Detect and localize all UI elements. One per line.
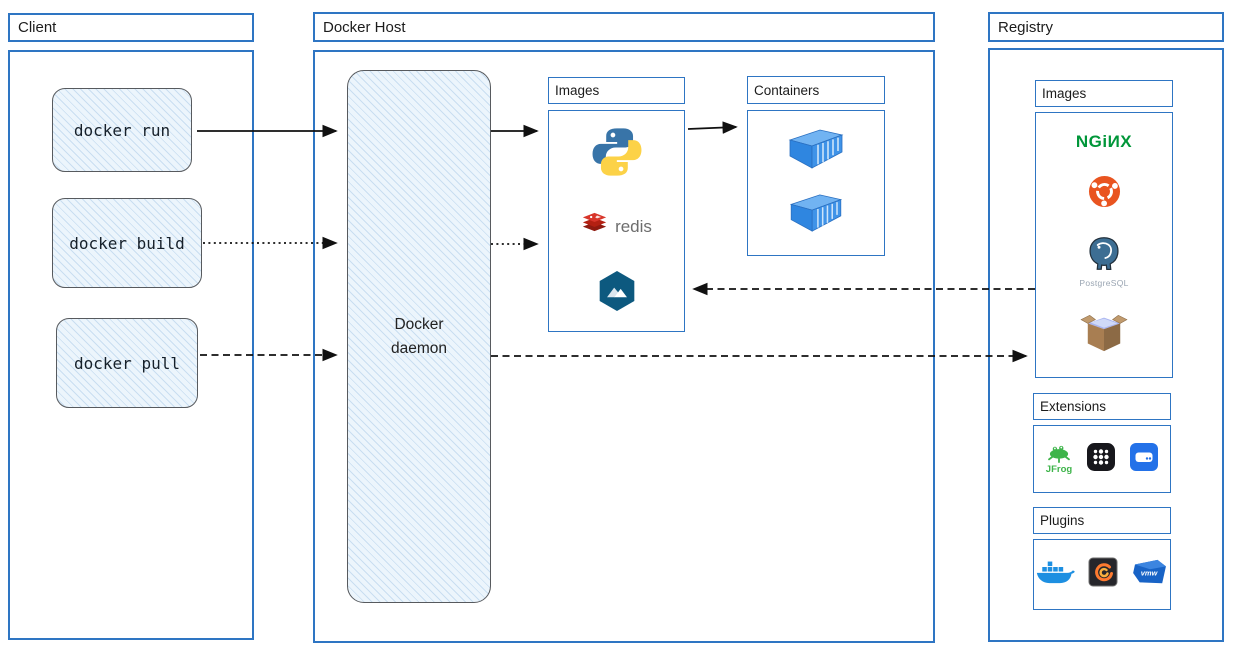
containers-box	[747, 110, 885, 256]
postgresql-icon	[1086, 236, 1122, 277]
docker-run-command-box: docker run	[52, 88, 192, 172]
nginx-icon: NGiИX	[1075, 132, 1133, 152]
docker-build-label: docker build	[69, 233, 185, 253]
vmware-icon: vmw	[1131, 557, 1169, 592]
registry-panel-title: Registry	[988, 12, 1224, 42]
docker-run-label: docker run	[73, 120, 171, 140]
extensions-box: JFrog	[1033, 425, 1171, 493]
apps-grid-icon	[1086, 442, 1116, 477]
redis-icon	[581, 212, 608, 242]
host-images-title: Images	[548, 77, 685, 104]
disk-drive-icon	[1129, 442, 1159, 477]
docker-whale-icon	[1035, 557, 1075, 592]
registry-images-title: Images	[1035, 80, 1173, 107]
plugins-box: vmw	[1033, 539, 1171, 610]
docker-host-title-label: Docker Host	[323, 18, 406, 36]
registry-images-title-label: Images	[1042, 86, 1087, 101]
plugins-title: Plugins	[1033, 507, 1171, 534]
host-images-box: redis	[548, 110, 685, 332]
registry-images-box: NGiИX PostgreSQL	[1035, 112, 1173, 378]
vmware-label: vmw	[1141, 568, 1159, 577]
alpine-icon	[596, 270, 638, 317]
extensions-title-label: Extensions	[1040, 399, 1107, 414]
registry-title-label: Registry	[998, 18, 1054, 36]
package-box-icon	[1079, 311, 1129, 358]
client-panel-title: Client	[8, 13, 254, 42]
jfrog-icon	[1045, 443, 1073, 467]
client-title-label: Client	[18, 19, 57, 36]
container-icon	[787, 192, 845, 239]
docker-pull-command-box: docker pull	[56, 318, 198, 408]
container-icon	[785, 127, 847, 176]
plugins-title-label: Plugins	[1040, 513, 1085, 528]
grafana-icon	[1088, 557, 1118, 592]
docker-build-command-box: docker build	[52, 198, 202, 288]
redis-logo: redis	[581, 212, 652, 242]
host-images-title-label: Images	[555, 83, 600, 98]
ubuntu-icon	[1088, 175, 1121, 213]
postgresql-label: PostgreSQL	[1079, 277, 1129, 288]
python-icon	[590, 125, 644, 184]
jfrog-label: JFrog	[1045, 464, 1073, 476]
docker-pull-label: docker pull	[74, 353, 180, 373]
containers-title: Containers	[747, 76, 885, 104]
docker-daemon-label: Docker daemon	[390, 316, 447, 357]
docker-daemon-box: Docker daemon	[347, 70, 491, 603]
jfrog-logo: JFrog	[1045, 443, 1073, 475]
containers-title-label: Containers	[754, 82, 820, 98]
extensions-title: Extensions	[1033, 393, 1171, 420]
docker-host-panel-title: Docker Host	[313, 12, 935, 42]
postgresql-logo: PostgreSQL	[1079, 236, 1128, 288]
redis-label: redis	[615, 217, 652, 236]
